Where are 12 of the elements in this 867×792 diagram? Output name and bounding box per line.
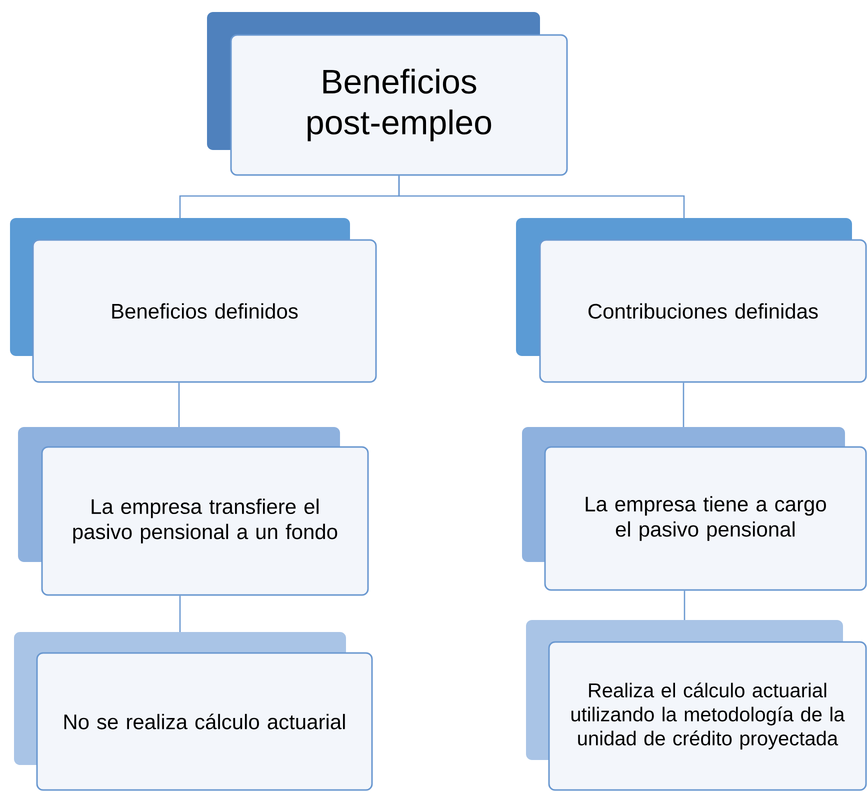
connector-line [179, 596, 181, 632]
stacked-box: La empresa tiene a cargo el pasivo pensional [522, 427, 867, 591]
connector-line [684, 590, 686, 620]
stacked-box: Contribuciones definidas [516, 218, 867, 383]
stacked-box: Beneficios post-empleo [207, 12, 568, 176]
connector-line [178, 382, 180, 427]
connector-line [682, 382, 684, 427]
stacked-box: Realiza el cálculo actuarial utilizando la metodología de la unidad de crédito proyectada [526, 620, 867, 791]
stacked-box: La empresa transfiere el pasivo pensional a un fondo [18, 427, 369, 596]
stacked-box: No se realiza cálculo actuarial [14, 632, 373, 791]
connector-line [398, 176, 685, 218]
stacked-box: Beneficios definidos [10, 218, 377, 383]
